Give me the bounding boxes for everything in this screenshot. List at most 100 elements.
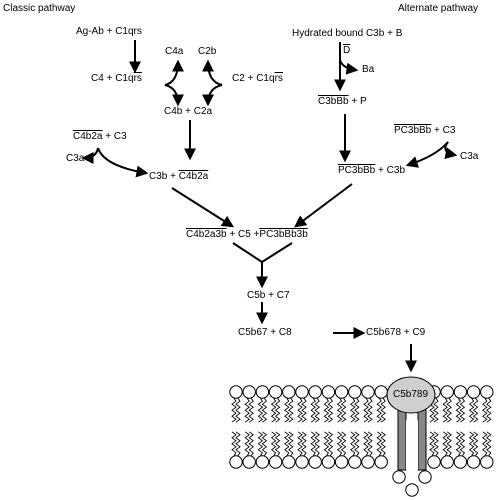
lipid-tail	[455, 397, 462, 423]
lipid-tail	[429, 431, 435, 457]
lipid-tail	[340, 397, 347, 423]
lipid-tail	[468, 397, 475, 423]
lipid-tail	[248, 431, 254, 457]
lipid-tail	[350, 431, 356, 457]
plus-sign: +	[253, 229, 260, 240]
label-c1qrs-3: C1qrs	[256, 73, 283, 84]
membrane-attack-complex	[386, 376, 436, 471]
label-c4b-row: C4b + C2a	[164, 106, 212, 118]
label-c8: C8	[278, 327, 292, 338]
lipid-head	[361, 455, 375, 469]
arrow-to-ba	[339, 59, 359, 75]
label-hydrated-row: Hydrated bound C3b + B	[292, 28, 402, 40]
lipid-tail	[380, 397, 386, 423]
label-c1qrs-1: C1qrs	[115, 26, 142, 37]
lipid-head	[321, 385, 336, 399]
plus-sign: +	[387, 28, 393, 39]
lipid-head	[255, 455, 270, 469]
label-pc3bbb3b: PC3bBb3b	[259, 229, 308, 240]
lipid-tail	[363, 397, 369, 423]
lipid-tail	[340, 431, 347, 457]
label-c5: C5	[238, 229, 251, 240]
label-p: P	[359, 96, 367, 107]
lipid-tail	[482, 431, 488, 457]
merge-line-right	[261, 242, 293, 263]
lipid-tail	[323, 397, 330, 423]
label-c1qrs-2: C1qrs	[115, 73, 142, 84]
lipid-tail	[314, 397, 320, 423]
label-b: B	[395, 28, 403, 39]
lipid-tail	[301, 431, 307, 457]
lipid-head	[334, 385, 349, 399]
lipid-tail	[336, 397, 343, 423]
arrow-c3-to-c3b	[97, 147, 149, 178]
label-c4: C4	[91, 73, 104, 84]
lipid-tail	[433, 397, 439, 423]
lipid-tail	[284, 397, 290, 423]
lipid-tail	[284, 431, 290, 457]
label-agab-text: Ag-Ab	[76, 26, 104, 37]
lipid-head	[229, 455, 243, 469]
lipid-head	[295, 455, 309, 469]
label-c5b678: C5b678	[366, 327, 402, 338]
label-rs-overline: rs	[133, 73, 142, 84]
lipid-head	[295, 385, 309, 399]
lipid-head	[440, 455, 454, 469]
label-c3bbb: C3bBb	[318, 96, 349, 107]
header-classic: Classic pathway	[3, 3, 76, 14]
lipid-head	[242, 385, 256, 399]
plus-sign: +	[378, 165, 384, 176]
lipid-head	[334, 455, 349, 469]
label-c2b: C2b	[198, 46, 217, 57]
label-alt-c3: C3	[442, 125, 456, 136]
plus-sign: +	[185, 106, 191, 117]
label-c4b2a-c3-row: C4b2a + C3	[73, 131, 127, 143]
arrow-c3-to-c3a	[81, 147, 99, 164]
label-c5b: C5b	[247, 290, 266, 301]
lipid-head	[453, 455, 468, 469]
plus-sign: +	[434, 125, 440, 136]
label-c5b-row: C5b + C7	[247, 290, 290, 302]
label-c7: C7	[276, 290, 290, 301]
lipid-tail	[446, 397, 452, 423]
lipid-tail	[354, 397, 360, 423]
lipid-tail	[288, 397, 294, 423]
lipid-tail	[376, 431, 382, 457]
lipid-tail	[486, 397, 492, 423]
lipid-head	[282, 455, 296, 469]
lipid-tail	[459, 397, 466, 423]
plus-sign: +	[229, 229, 236, 240]
lipid-head	[308, 455, 322, 469]
lipid-head	[466, 385, 481, 399]
lipid-head	[466, 455, 481, 469]
lipid-head	[268, 455, 283, 469]
plus-sign: +	[106, 73, 113, 84]
header-alternate: Alternate pathway	[398, 3, 479, 14]
lipid-tail	[350, 397, 356, 423]
label-classic-c3a: C3a	[66, 153, 85, 164]
lipid-tail	[235, 431, 241, 457]
lipid-tail	[327, 431, 334, 457]
label-merge-row: C4b2a3b + C5 +PC3bBb3b	[186, 229, 308, 241]
label-pc3bbb: PC3bBb	[394, 125, 432, 136]
lipid-tail	[486, 431, 492, 457]
lipid-tail	[327, 397, 334, 423]
plus-sign: +	[403, 327, 410, 338]
lipid-tail	[310, 397, 316, 423]
cell-membrane	[229, 385, 494, 497]
arrow-alternate-to-merge	[294, 183, 353, 228]
lipid-head	[308, 385, 322, 399]
arrow-c2-to-c2b	[202, 59, 223, 86]
label-pc3bbb-c3b-row: PC3bBb + C3b	[338, 165, 405, 177]
label-c3: C3	[113, 131, 127, 142]
lipid-tail	[261, 397, 268, 423]
label-ba: Ba	[362, 64, 375, 75]
label-pc3bbb-c3-row: PC3bBb + C3	[394, 125, 455, 137]
label-c4b2a-2: C4b2a	[178, 171, 209, 182]
lipid-tail	[231, 431, 237, 457]
label-pc3bbb-2: PC3bBb	[338, 165, 376, 176]
lipid-tail	[244, 431, 250, 457]
plus-sign: +	[105, 131, 112, 142]
